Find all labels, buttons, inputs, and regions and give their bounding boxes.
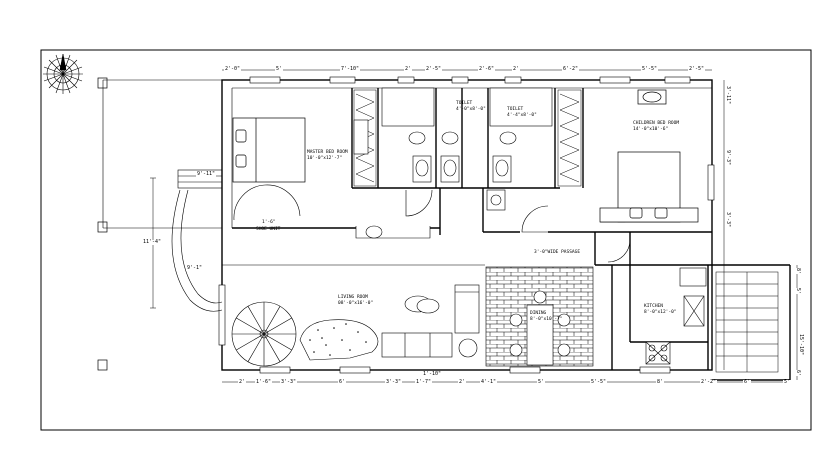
bedside-table xyxy=(353,119,369,155)
toilet-fixtures xyxy=(381,87,553,211)
dim-right-4: 8' xyxy=(795,268,801,275)
room-kitchen-name: KITCHEN xyxy=(644,304,663,309)
room-children-bed-name: CHILDREN BED ROOM xyxy=(633,121,680,126)
dim-top-6: 2'-6" xyxy=(478,66,496,72)
room-toilet-1-name: TOILET xyxy=(456,101,473,106)
windows xyxy=(218,76,715,374)
room-master-bed-name: MASTER BED ROOM xyxy=(307,150,348,155)
room-kitchen-size: 8'-0"x12'-0" xyxy=(644,310,677,315)
dim-top-8: 6'-2" xyxy=(562,66,580,72)
dim-right-5: 15'-10" xyxy=(798,334,804,356)
spiral-staircase xyxy=(231,301,297,367)
dim-bottom-9: 5' xyxy=(537,379,546,385)
dim-bottom-10: 5'-5" xyxy=(590,379,608,385)
room-dining-name: DINING xyxy=(530,311,547,316)
room-toilet-2-name: TOILET xyxy=(507,107,524,112)
dining-table xyxy=(509,290,571,366)
dim-right-2: 9'-3" xyxy=(725,150,731,166)
room-living-name: LIVING ROOM xyxy=(338,295,368,300)
north-compass-icon xyxy=(43,53,83,94)
dim-top-2: 5' xyxy=(275,66,284,72)
passage-label: 3'-0"WIDE PASSAGE xyxy=(534,250,581,255)
dim-bottom-3: 3'-3" xyxy=(280,379,298,385)
master-bed xyxy=(232,117,306,183)
dim-small: 1'-10" xyxy=(422,371,443,377)
room-master-bed-size: 10'-0"x12'-7" xyxy=(307,156,343,161)
dimension-lines xyxy=(150,69,798,383)
dim-top-3: 7'-10" xyxy=(340,66,361,72)
dim-top-7: 2' xyxy=(512,66,521,72)
dim-bottom-8: 4'-1" xyxy=(480,379,498,385)
dim-bottom-2: 1'-6" xyxy=(255,379,273,385)
room-living-size: 08'-0"x16'-0" xyxy=(338,301,374,306)
dim-right-1: 3'-11" xyxy=(725,86,731,105)
dim-bottom-11: 8' xyxy=(656,379,665,385)
columns xyxy=(97,77,108,371)
doors xyxy=(233,184,631,263)
dim-bottom-13: 6' xyxy=(743,379,752,385)
dim-top-5: 2'-5" xyxy=(425,66,443,72)
dim-top-10: 2'-5" xyxy=(688,66,706,72)
dim-bottom-12: 2'-2" xyxy=(700,379,718,385)
entrance-steps xyxy=(171,169,223,312)
dim-right-6: 5' xyxy=(795,288,801,295)
dim-bottom-4: 6' xyxy=(338,379,347,385)
shoe-unit-size: 1'-6" xyxy=(262,220,276,225)
room-dining-size: 8'-0"x10'-7" xyxy=(530,317,563,322)
porch-outline xyxy=(102,79,222,229)
dim-left-lower: 9'-1" xyxy=(186,265,204,271)
dim-top-4: 2' xyxy=(404,66,413,72)
shoe-unit xyxy=(355,225,431,239)
dim-bottom-5: 3'-3" xyxy=(385,379,403,385)
carpet-pattern xyxy=(309,323,367,356)
dim-left-overall: 11'-4" xyxy=(142,239,163,245)
dim-top-1: 2'-0" xyxy=(224,66,242,72)
shoe-unit-name: SHOE UNIT xyxy=(256,227,281,232)
dim-bottom-6: 1'-7" xyxy=(415,379,433,385)
dim-bottom-1: 2' xyxy=(238,379,247,385)
dim-top-9: 5'-5" xyxy=(641,66,659,72)
dim-left-upper: 9'-11" xyxy=(196,171,217,177)
room-toilet-2-size: 4'-4"x8'-0" xyxy=(507,113,537,118)
staircase xyxy=(715,271,779,373)
living-furniture xyxy=(299,284,480,361)
dim-right-3: 3'-3" xyxy=(725,212,731,228)
dim-bottom-7: 2' xyxy=(458,379,467,385)
sheet-border xyxy=(40,49,812,431)
dim-right-7: 6' xyxy=(795,370,801,377)
children-bed xyxy=(599,89,699,223)
room-toilet-1-size: 4'-0"x8'-0" xyxy=(456,107,486,112)
dim-bottom-14: 5' xyxy=(783,379,792,385)
room-children-bed-size: 14'-0"x10'-6" xyxy=(633,127,669,132)
kitchen-fixtures xyxy=(645,267,707,365)
